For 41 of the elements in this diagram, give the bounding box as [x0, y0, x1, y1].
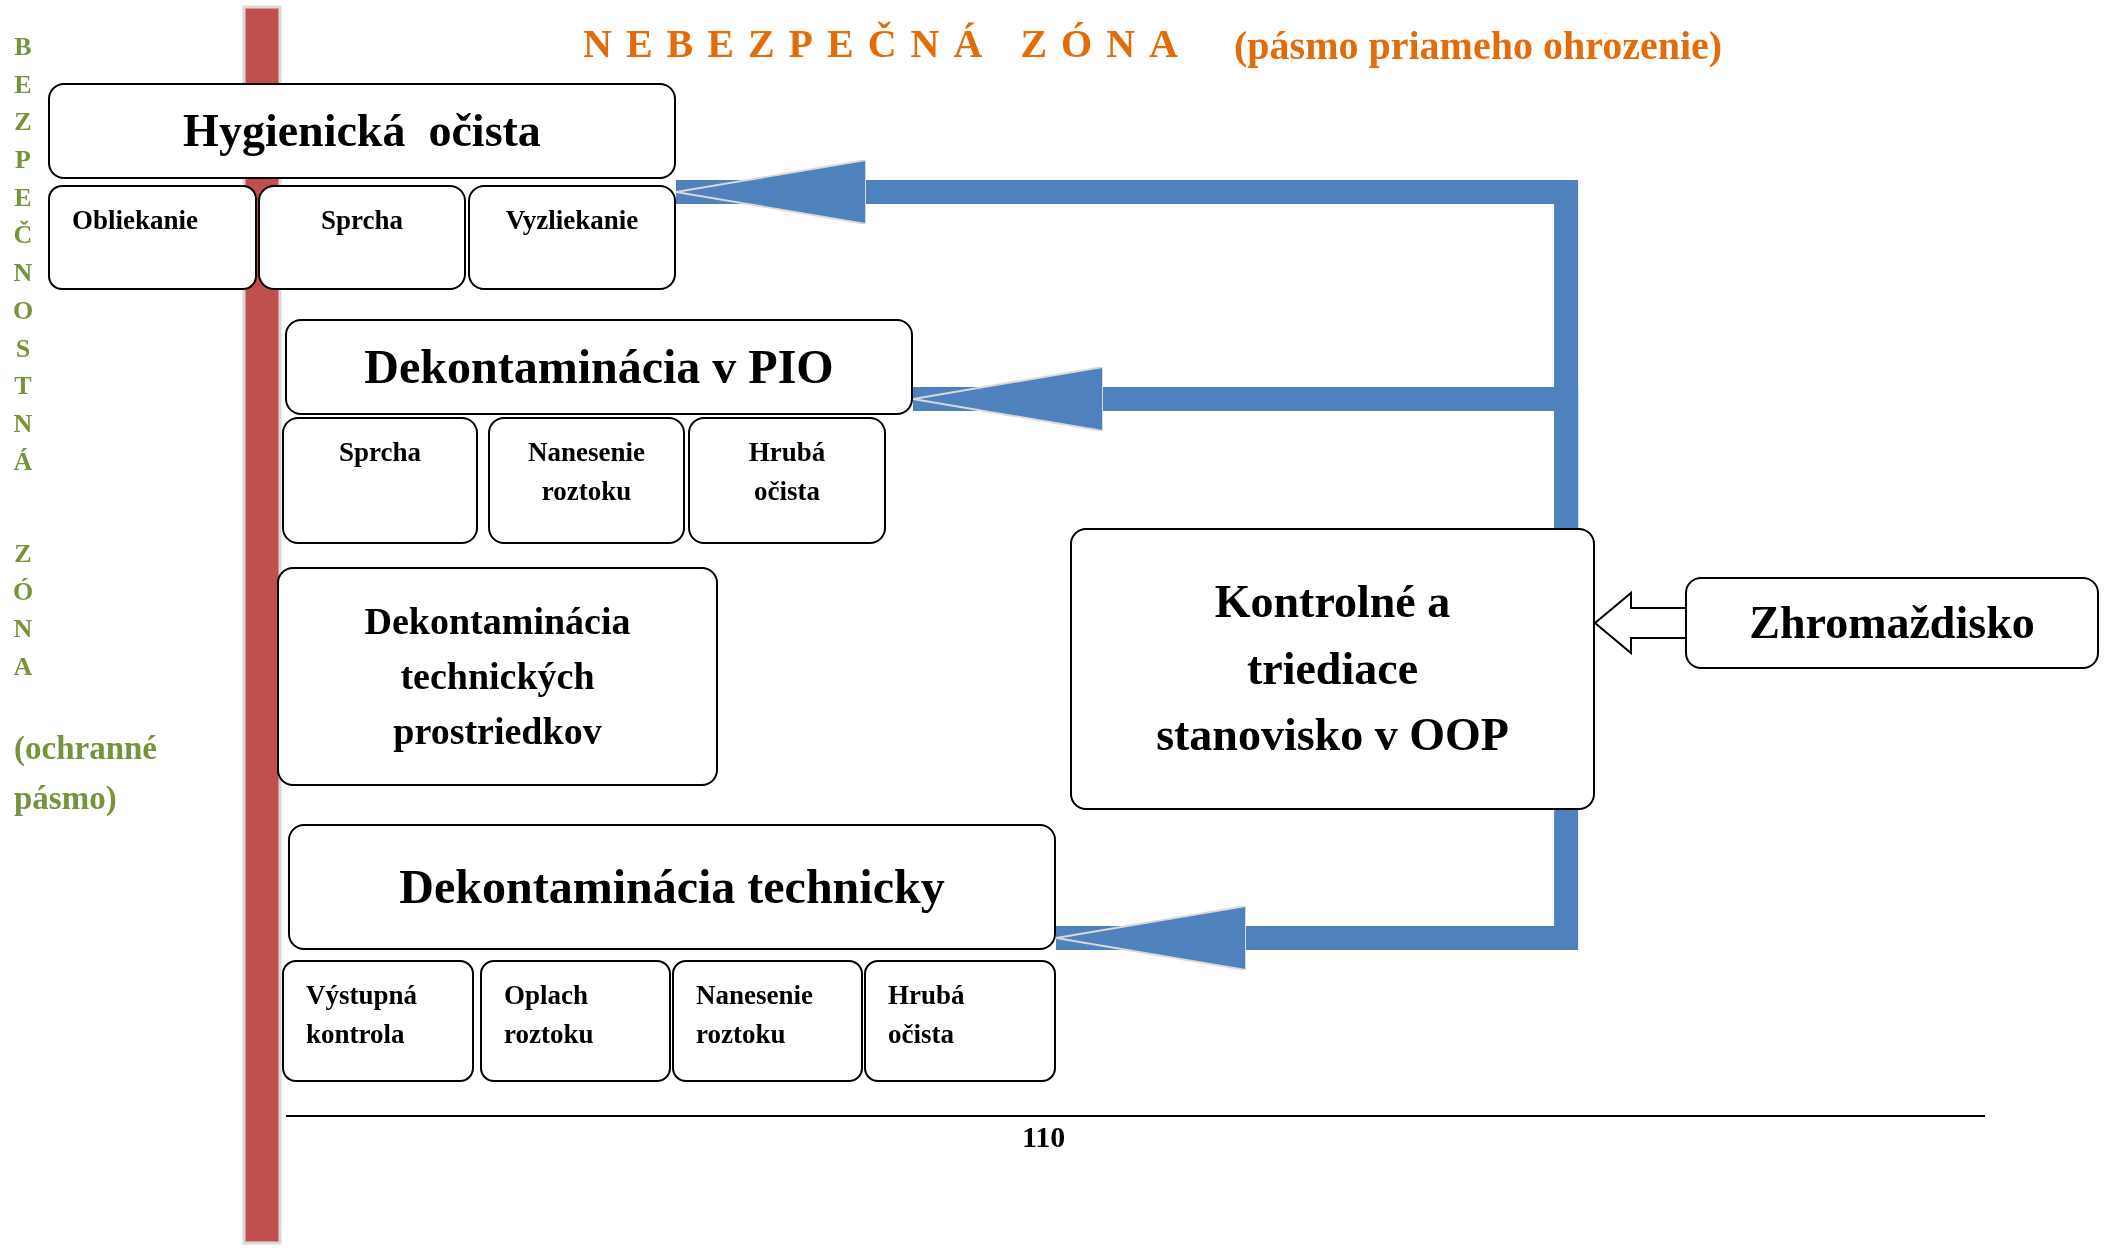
stage-box — [1070, 528, 1595, 810]
step-box — [48, 185, 257, 290]
step-box — [282, 417, 478, 544]
node-text: Sprcha — [321, 204, 403, 237]
node-text: Oplach roztoku — [504, 979, 595, 1052]
node-text: Nanesenie roztoku — [527, 436, 646, 509]
stage-box — [288, 824, 1056, 950]
node-text: Výstupná kontrola — [306, 979, 419, 1052]
zone-title: NEBEZPEČNÁ ZÓNA — [583, 20, 1192, 67]
vertical-zone-label: ZÓNA — [11, 538, 35, 684]
node-text: Dekontaminácia v PIO — [364, 339, 834, 396]
node-text: Nanesenie roztoku — [696, 979, 814, 1052]
block-arrow — [1593, 590, 1686, 656]
stage-box — [277, 567, 718, 786]
node-text: Dekontaminácia technických prostriedkov — [363, 598, 632, 755]
node-text: Kontrolné a triediace stanovisko v OOP — [1155, 574, 1510, 763]
step-box — [258, 185, 466, 290]
node-text: Zhromaždisko — [1749, 595, 2035, 650]
step-box — [282, 960, 474, 1082]
vertical-zone-label: BEZPEČNOSTNÁ — [11, 31, 35, 478]
node-text: Hygienická očista — [183, 103, 541, 158]
node-text: Hrubá očista — [747, 436, 827, 509]
node-text: Vyzliekanie — [505, 204, 639, 237]
step-box — [688, 417, 886, 544]
flow-arrow — [912, 366, 1579, 528]
page-number: 110 — [1022, 1120, 1066, 1154]
flow-arrow — [1055, 810, 1579, 971]
stage-box — [1685, 577, 2099, 669]
zone-note: (ochranné pásmo) — [14, 729, 158, 818]
stage-box — [285, 319, 913, 415]
node-text: Obliekanie — [72, 204, 199, 237]
node-text: Dekontaminácia technicky — [399, 859, 945, 916]
step-box — [488, 417, 685, 544]
step-box — [672, 960, 863, 1082]
node-text: Sprcha — [339, 436, 421, 469]
step-box — [864, 960, 1056, 1082]
step-box — [480, 960, 671, 1082]
step-box — [468, 185, 676, 290]
zone-subtitle: (pásmo priameho ohrozenie) — [1234, 22, 1723, 69]
node-text: Hrubá očista — [888, 979, 966, 1052]
stage-box — [48, 83, 676, 179]
